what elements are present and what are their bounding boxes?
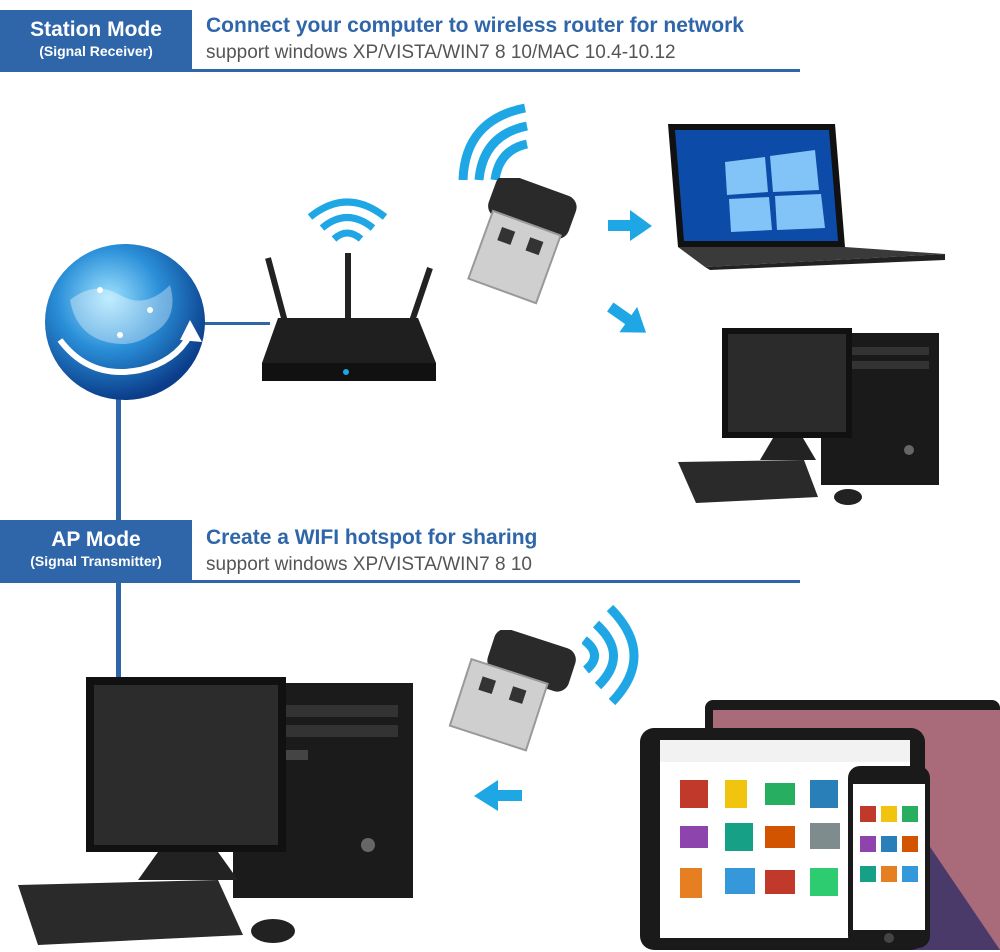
station-heading: Connect your computer to wireless router… — [206, 14, 744, 37]
phone-icon — [848, 766, 930, 948]
ap-mode-title: AP Mode — [51, 528, 141, 551]
ap-support-text: support windows XP/VISTA/WIN7 8 10 — [206, 554, 532, 575]
station-mode-subtitle: (Signal Receiver) — [39, 43, 153, 59]
arrow-icon — [608, 208, 653, 243]
station-mode-title: Station Mode — [30, 18, 162, 41]
station-support-text: support windows XP/VISTA/WIN7 8 10/MAC 1… — [206, 42, 676, 63]
wifi-icon — [305, 195, 390, 250]
wifi-icon — [455, 100, 555, 190]
arrow-icon — [606, 300, 651, 340]
desktop-pc-icon — [18, 675, 418, 947]
usb-adapter-icon — [462, 178, 612, 313]
ap-mode-subtitle: (Signal Transmitter) — [30, 553, 162, 569]
station-mode-badge: Station Mode (Signal Receiver) — [0, 10, 192, 70]
wifi-icon — [582, 600, 657, 710]
arrow-icon — [472, 778, 522, 813]
ap-underline — [0, 580, 800, 583]
connector-globe-router — [200, 322, 270, 325]
desktop-pc-icon — [676, 325, 941, 510]
router-icon — [258, 248, 438, 388]
ap-mode-badge: AP Mode (Signal Transmitter) — [0, 520, 192, 580]
globe-icon — [40, 240, 210, 405]
usb-adapter-icon — [442, 630, 592, 765]
ap-heading: Create a WIFI hotspot for sharing — [206, 526, 538, 549]
laptop-icon — [665, 122, 950, 270]
station-underline — [0, 69, 800, 72]
